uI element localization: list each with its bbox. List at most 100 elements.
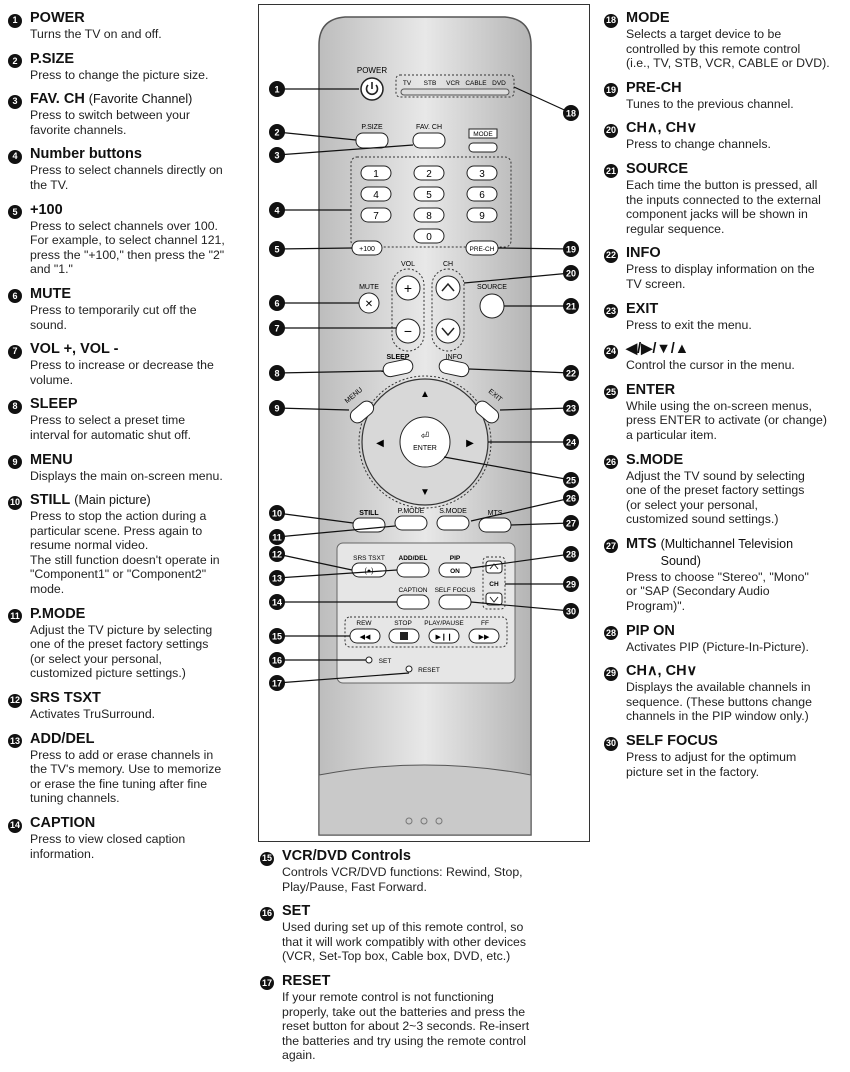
item-title: CH∧, CH∨ (626, 120, 698, 137)
on-label: ON (450, 568, 460, 575)
item-number-badge: 13 (8, 734, 22, 749)
selffocus-label: SELF FOCUS (435, 587, 476, 594)
pip-label: PIP (450, 555, 461, 562)
enter-button[interactable] (399, 416, 451, 468)
ch-down-button[interactable] (435, 318, 461, 344)
item-description: Displays the main on-screen menu. (30, 468, 223, 483)
playpause-button[interactable] (428, 628, 460, 644)
digit-button[interactable] (413, 165, 445, 181)
digit-button[interactable] (413, 228, 445, 244)
item-number-badge: 22 (604, 248, 618, 263)
item-title: SLEEP (30, 396, 78, 413)
reset-button[interactable] (405, 665, 413, 673)
ch-up-button[interactable] (435, 275, 461, 301)
device-indicator-bar (400, 88, 510, 96)
playpause-label: PLAY/PAUSE (424, 620, 464, 627)
sleep-button[interactable] (382, 358, 414, 378)
stop-icon (400, 632, 408, 640)
digit-button[interactable] (413, 207, 445, 223)
pip-ch-up-button[interactable] (485, 560, 503, 574)
digit-label: 3 (479, 169, 485, 180)
psize-button[interactable] (355, 132, 389, 149)
mode-button[interactable] (468, 128, 498, 139)
callout-number: 18 (566, 109, 576, 119)
pmode-button[interactable] (394, 515, 428, 531)
item-number-badge: 15 (260, 851, 274, 866)
callout-badge (269, 570, 285, 586)
callout-leader-line (276, 525, 396, 538)
callout-leader-line (499, 407, 572, 411)
digit-label: 9 (479, 211, 485, 222)
callout-number: 19 (566, 245, 576, 255)
pip-ch-down-button[interactable] (485, 592, 503, 606)
exit-button[interactable] (473, 398, 502, 425)
device-label: DVD (492, 80, 506, 87)
vcr-dvd-group (344, 616, 508, 648)
info-button[interactable] (438, 358, 470, 378)
item-description: Press to increase or decrease the volume… (30, 358, 214, 387)
digit-button[interactable] (466, 207, 498, 223)
item-title: MUTE (30, 285, 72, 302)
mts-label: MTS (488, 510, 503, 517)
still-button[interactable] (352, 517, 386, 533)
digit-button[interactable] (413, 186, 445, 202)
item-number-badge: 16 (260, 906, 274, 921)
mute-label: MUTE (359, 284, 379, 291)
item-description: Press to exit the menu. (626, 317, 752, 332)
item-description: Press to add or erase channels in the TV… (30, 747, 222, 806)
item-number-badge: 24 (604, 344, 618, 359)
mts-button[interactable] (478, 517, 512, 533)
pip-on-button[interactable] (438, 562, 472, 578)
adddel-button[interactable] (396, 562, 430, 578)
number-pad-group (350, 156, 512, 248)
device-label: TV (403, 80, 412, 87)
item-title-note: (Favorite Channel) (88, 92, 193, 107)
ff-icon: ▶▶ (479, 634, 490, 641)
menu-button[interactable] (348, 398, 377, 425)
vol-down-button[interactable] (395, 318, 421, 344)
item-description: Press to switch between your favorite ch… (30, 108, 190, 137)
callout-number: 17 (272, 679, 282, 689)
callout-leader-line (468, 368, 572, 374)
item-number-badge: 23 (604, 304, 618, 319)
smode-button[interactable] (436, 515, 470, 531)
digit-button[interactable] (360, 165, 392, 181)
callout-badge (563, 365, 579, 381)
left-arrow-icon: ◀ (376, 438, 384, 449)
digit-button[interactable] (360, 207, 392, 223)
pip-ch-group (482, 556, 506, 610)
callout-leader-line (470, 553, 572, 569)
up-arrow-icon: ▲ (420, 389, 430, 400)
digit-button[interactable] (466, 165, 498, 181)
vol-up-button[interactable] (395, 275, 421, 301)
digit-button[interactable] (466, 186, 498, 202)
item-number-badge: 2 (8, 54, 22, 69)
selffocus-button[interactable] (438, 594, 472, 610)
callout-number: 8 (274, 369, 279, 379)
item-number-badge: 28 (604, 626, 618, 641)
item-number-badge: 25 (604, 385, 618, 400)
callout-badge (269, 365, 285, 381)
favch-button[interactable] (412, 132, 446, 149)
item-description: Controls VCR/DVD functions: Rewind, Stop… (282, 865, 523, 894)
item-description: Press to change the picture size. (30, 67, 209, 82)
ff-button[interactable] (468, 628, 500, 644)
item-description: Press to display information on the TV s… (626, 262, 815, 291)
item-title: ◀/▶/▼/▲ (626, 341, 690, 358)
caption-button[interactable] (396, 594, 430, 610)
item-description: Press to change channels. (626, 137, 771, 152)
source-button[interactable] (479, 293, 505, 319)
callout-number: 5 (274, 245, 279, 255)
digit-label: 7 (373, 211, 379, 222)
set-button[interactable] (365, 656, 373, 664)
digit-button[interactable] (360, 186, 392, 202)
pip-ch-up-icon (489, 563, 499, 570)
